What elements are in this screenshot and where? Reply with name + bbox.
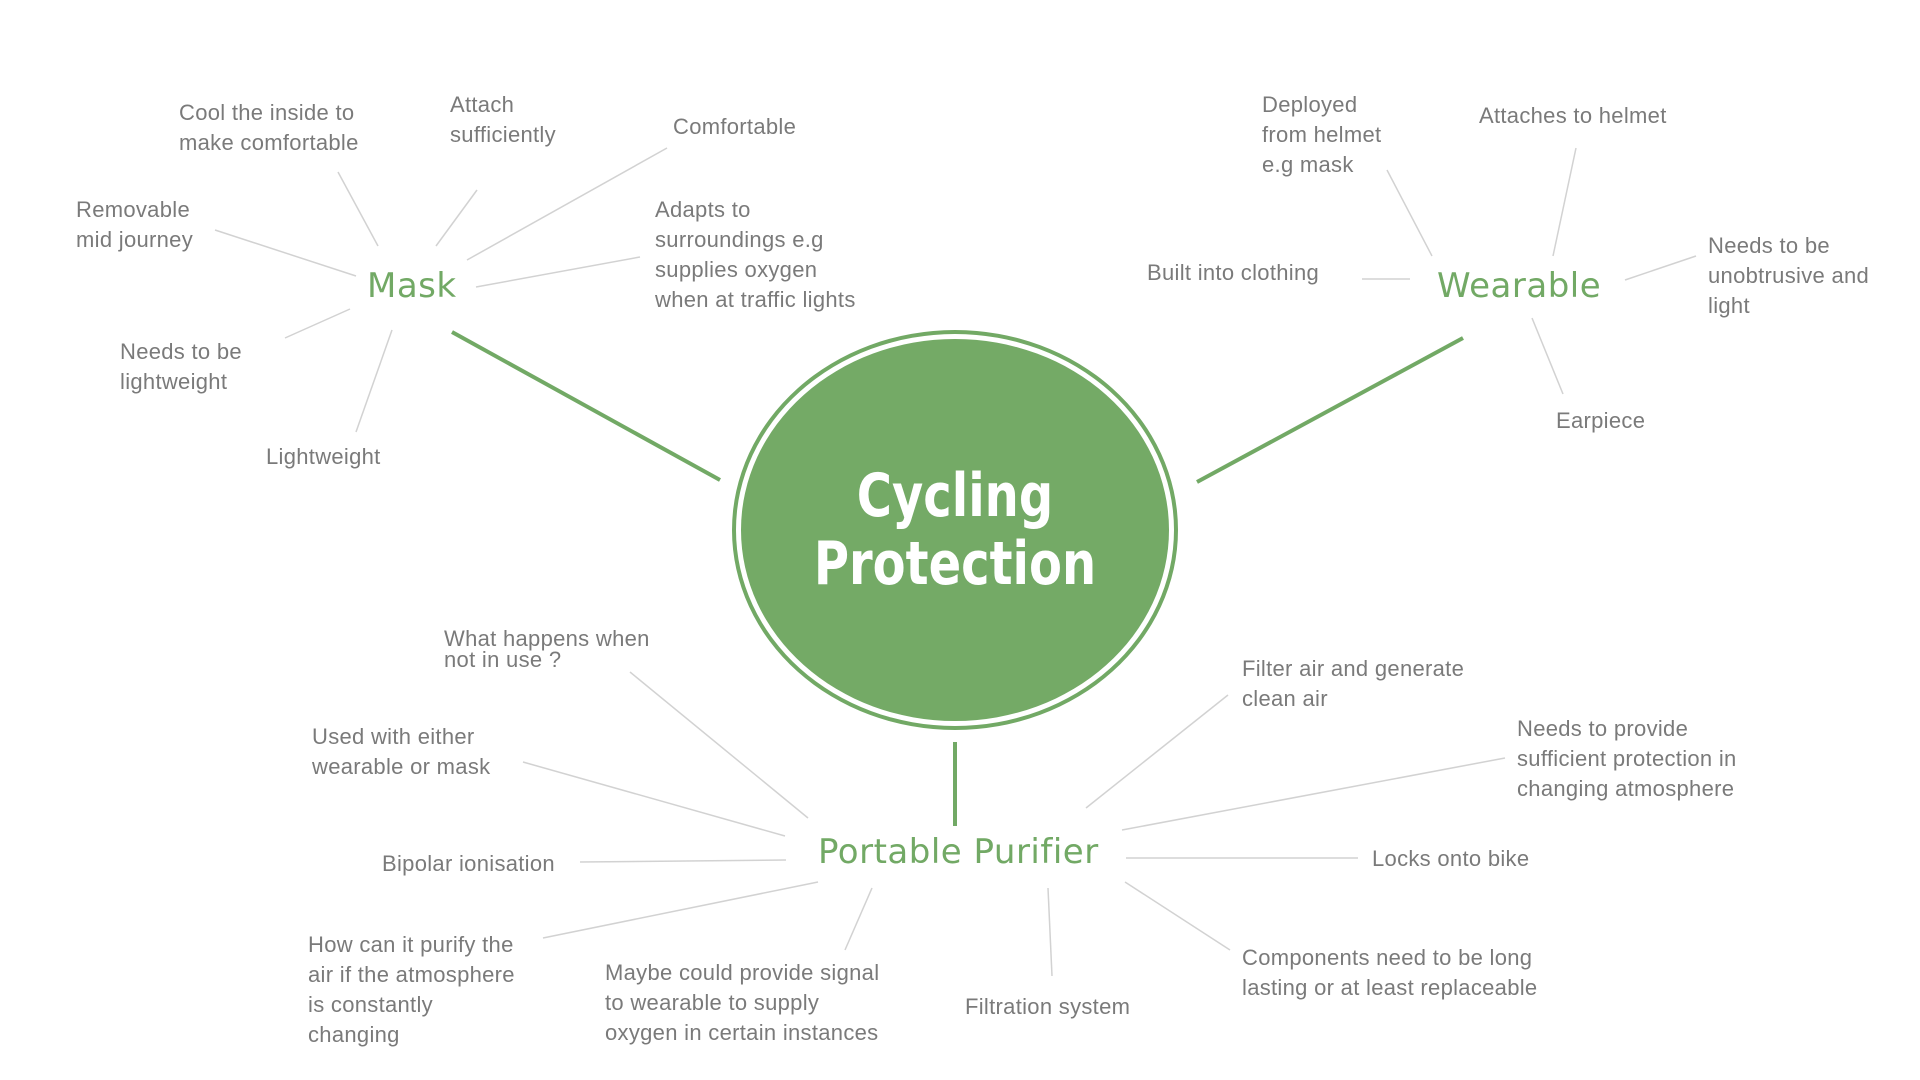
branch-portable-purifier: Portable Purifier (818, 832, 1099, 872)
note-wearable-deployed-helmet: Deployed from helmet e.g mask (1262, 92, 1382, 177)
note-wearable-clothing: Built into clothing (1147, 260, 1320, 285)
note-wearable-attaches-helmet: Attaches to helmet (1479, 103, 1667, 128)
note-mask-lightweight: Lightweight (266, 444, 381, 469)
note-wearable-earpiece: Earpiece (1556, 408, 1646, 433)
note-purifier-protection: Needs to provide sufficient protection i… (1517, 716, 1737, 801)
note-purifier-not-in-use: What happens when not in use ? (444, 626, 650, 672)
note-mask-cool-inside: Cool the inside to make comfortable (179, 100, 359, 155)
wearable-sub-connectors (1362, 147, 1697, 395)
center-title: Cycling Protection (813, 461, 1097, 599)
main-connector-wearable (1196, 336, 1464, 484)
note-purifier-filter-air: Filter air and generate clean air (1242, 656, 1465, 711)
note-mask-needs-lightweight: Needs to be lightweight (120, 339, 242, 394)
note-mask-removable: Removable mid journey (76, 197, 194, 252)
purifier-sub-connectors (522, 671, 1506, 977)
center-node (741, 339, 1169, 721)
note-purifier-signal: Maybe could provide signal to wearable t… (605, 960, 880, 1045)
branch-mask: Mask (367, 266, 457, 306)
note-purifier-either: Used with either wearable or mask (312, 724, 491, 779)
center-ring (732, 330, 1178, 730)
mask-sub-connectors (214, 147, 668, 433)
main-connector-mask (451, 330, 721, 482)
branch-wearable: Wearable (1437, 266, 1602, 306)
note-mask-attach: Attach sufficiently (450, 92, 556, 147)
note-wearable-unobtrusive: Needs to be unobtrusive and light (1708, 233, 1870, 318)
note-mask-adapts: Adapts to surroundings e.g supplies oxyg… (655, 197, 856, 312)
note-purifier-locks-bike: Locks onto bike (1372, 846, 1530, 871)
note-purifier-bipolar: Bipolar ionisation (382, 851, 555, 876)
note-purifier-filtration: Filtration system (965, 994, 1131, 1019)
note-mask-comfortable: Comfortable (673, 114, 797, 139)
note-purifier-components: Components need to be long lasting or at… (1242, 945, 1538, 1000)
note-purifier-how-purify: How can it purify the air if the atmosph… (308, 932, 515, 1047)
